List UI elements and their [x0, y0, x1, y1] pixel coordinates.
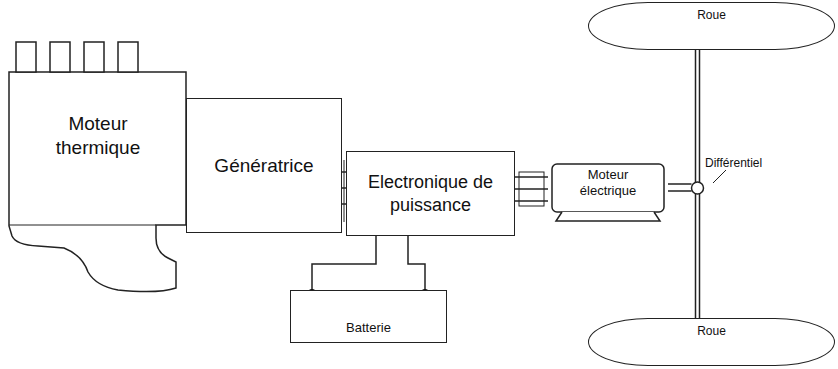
- electric-motor: Moteur électrique: [548, 163, 668, 223]
- node-text: Roue: [697, 324, 726, 339]
- generator-box: Génératrice: [186, 98, 342, 233]
- connector: [308, 236, 429, 297]
- engine-shape: Moteur thermique: [8, 40, 188, 295]
- battery-box: Batterie: [290, 290, 447, 343]
- wheel: Roue: [588, 2, 835, 50]
- node-text: Batterie: [346, 320, 391, 336]
- power-electronics-box: Electronique de puissance: [346, 151, 515, 236]
- wheel: Roue: [588, 318, 835, 366]
- leader-line: [713, 170, 726, 183]
- engine-outline: [8, 40, 188, 295]
- node-text: Moteur thermique: [38, 112, 158, 160]
- part-label: Différentiel: [704, 156, 763, 170]
- node-text: Moteur électrique: [558, 167, 658, 200]
- differential-symbol: [692, 182, 704, 194]
- node-text: Electronique de puissance: [356, 171, 506, 216]
- node-text: Roue: [697, 8, 726, 23]
- node-text: Génératrice: [214, 154, 313, 178]
